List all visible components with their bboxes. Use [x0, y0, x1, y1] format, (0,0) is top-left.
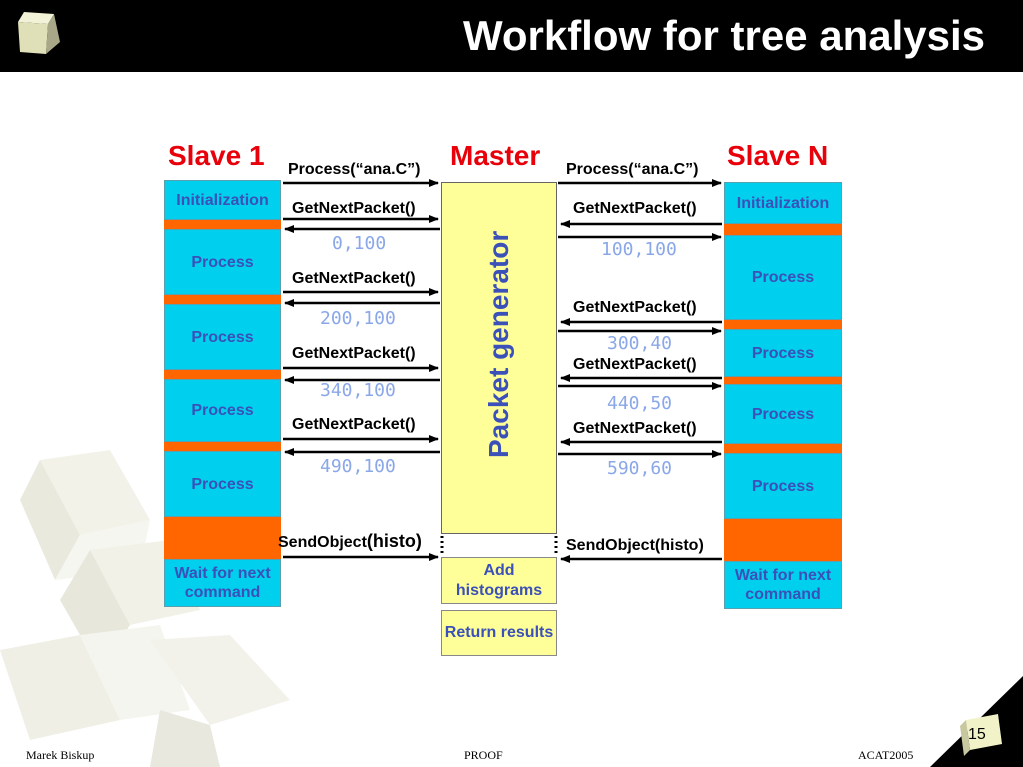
- slaven-gap: [724, 444, 842, 453]
- msg-getnext-left-1: GetNextPacket(): [292, 200, 416, 217]
- slave1-gap: [164, 220, 281, 229]
- page-corner-decoration: [930, 676, 1023, 767]
- msg-sendobject-left: SendObject(histo): [278, 531, 422, 553]
- footer-event: ACAT2005: [858, 748, 914, 762]
- page-number: 15: [968, 726, 986, 743]
- footer-center: PROOF: [464, 748, 503, 762]
- packet-generator-box: [441, 182, 557, 534]
- slave1-gap: [164, 442, 281, 451]
- slaven-gap: [724, 320, 842, 329]
- slaven-process-4: Process: [724, 453, 842, 519]
- slaven-process-3: Process: [724, 384, 842, 444]
- msg-getnext-left-4: GetNextPacket(): [292, 416, 416, 433]
- slide-title: Workflow for tree analysis: [462, 12, 985, 59]
- msg-getnext-left-3: GetNextPacket(): [292, 345, 416, 362]
- msg-process-right: Process(“ana.C”): [566, 161, 699, 178]
- msg-getnext-right-4: GetNextPacket(): [573, 420, 697, 437]
- slave1-wait: Wait for next command: [164, 559, 281, 607]
- packet-left-4: 490,100: [320, 456, 396, 477]
- msg-process-left: Process(“ana.C”): [288, 161, 421, 178]
- msg-getnext-right-2: GetNextPacket(): [573, 299, 697, 316]
- msg-sendobject-left-name: SendObject: [278, 534, 367, 551]
- packet-left-3: 340,100: [320, 380, 396, 401]
- slave1-process-1: Process: [164, 229, 281, 295]
- packet-right-3: 440,50: [607, 393, 673, 414]
- cube-logo-icon: [18, 12, 60, 54]
- msg-getnext-right-3: GetNextPacket(): [573, 356, 697, 373]
- add-histograms-box: Add histograms: [441, 557, 557, 604]
- return-results-box: Return results: [441, 610, 557, 656]
- msg-getnext-right-1: GetNextPacket(): [573, 200, 697, 217]
- slave1-initialization: Initialization: [164, 180, 281, 220]
- lane-title-slave-n: Slave N: [727, 140, 829, 171]
- footer-author: Marek Biskup: [26, 748, 95, 762]
- packet-left-1: 0,100: [332, 233, 387, 254]
- slaven-process-2: Process: [724, 329, 842, 377]
- slave1-gap: [164, 370, 281, 379]
- packet-left-2: 200,100: [320, 308, 396, 329]
- packet-right-2: 300,40: [607, 333, 673, 354]
- packet-right-4: 590,60: [607, 458, 673, 479]
- lane-title-master: Master: [450, 140, 541, 171]
- lane-title-slave-1: Slave 1: [168, 140, 265, 171]
- slave1-process-3: Process: [164, 379, 281, 442]
- msg-sendobject-right: SendObject(histo): [566, 537, 704, 554]
- slave1-gap: [164, 295, 281, 304]
- slaven-wait: Wait for next command: [724, 561, 842, 609]
- slaven-final-block: [724, 519, 842, 561]
- slaven-initialization: Initialization: [724, 182, 842, 224]
- slave1-process-2: Process: [164, 304, 281, 370]
- slave1-process-4: Process: [164, 451, 281, 517]
- slave1-final-block: [164, 517, 281, 559]
- slaven-gap: [724, 224, 842, 235]
- title-bar: [0, 0, 1023, 72]
- slaven-gap: [724, 377, 842, 384]
- msg-sendobject-left-arg: (histo): [366, 531, 422, 551]
- msg-getnext-left-2: GetNextPacket(): [292, 270, 416, 287]
- slaven-process-1: Process: [724, 235, 842, 320]
- packet-right-1: 100,100: [601, 239, 677, 260]
